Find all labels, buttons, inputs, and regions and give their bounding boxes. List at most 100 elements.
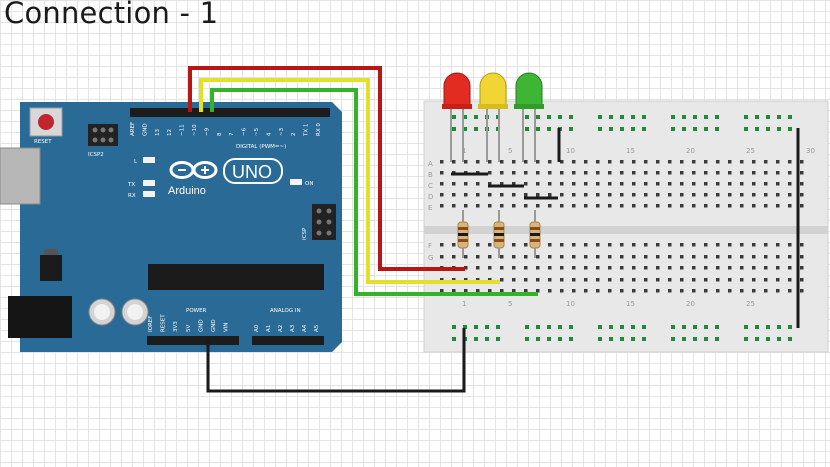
breadboard-hole — [488, 255, 492, 259]
breadboard-hole — [476, 243, 480, 247]
breadboard-hole — [608, 182, 612, 186]
breadboard-hole — [596, 193, 600, 197]
breadboard: A B C D E F G 1 5 10 15 20 25 30 1 5 10 … — [423, 100, 829, 353]
breadboard-hole — [704, 193, 708, 197]
breadboard-hole — [500, 193, 504, 197]
rail-hole-bottom-b — [788, 337, 792, 341]
reset-button-cap[interactable] — [38, 114, 54, 130]
breadboard-hole — [668, 243, 672, 247]
breadboard-hole — [620, 289, 624, 293]
breadboard-hole — [536, 266, 540, 270]
rail-hole-bottom-a — [496, 325, 500, 329]
breadboard-hole — [596, 204, 600, 208]
rail-hole-bottom-b — [777, 337, 781, 341]
rail-hole-bottom-a — [474, 325, 478, 329]
rail-hole-bottom-a — [569, 325, 573, 329]
breadboard-hole — [572, 266, 576, 270]
rail-hole-top-b — [766, 127, 770, 131]
breadboard-hole — [500, 182, 504, 186]
rail-hole-bottom-b — [693, 337, 697, 341]
power-pin-label-0: IOREF — [148, 316, 154, 332]
rail-hole-bottom-a — [631, 325, 635, 329]
breadboard-hole — [656, 160, 660, 164]
led-rx — [143, 191, 155, 197]
icsp-label: ICSP — [302, 227, 308, 240]
led-l-label: L — [134, 159, 138, 165]
breadboard-hole — [740, 266, 744, 270]
uno-logo-text: UNO — [232, 162, 272, 182]
breadboard-hole — [536, 193, 540, 197]
breadboard-hole — [764, 193, 768, 197]
rail-hole-top-b — [474, 127, 478, 131]
breadboard-hole — [668, 278, 672, 282]
breadboard-hole — [716, 182, 720, 186]
rail-hole-bottom-b — [715, 337, 719, 341]
breadboard-hole — [512, 266, 516, 270]
breadboard-hole — [536, 182, 540, 186]
breadboard-hole — [572, 278, 576, 282]
breadboard-hole — [500, 255, 504, 259]
analog-header — [252, 336, 324, 345]
breadboard-hole — [476, 193, 480, 197]
breadboard-hole — [704, 160, 708, 164]
breadboard-hole — [572, 182, 576, 186]
breadboard-hole — [476, 266, 480, 270]
breadboard-hole — [656, 204, 660, 208]
power-jack — [8, 296, 72, 338]
breadboard-hole — [728, 160, 732, 164]
breadboard-hole — [800, 171, 804, 175]
breadboard-hole — [788, 266, 792, 270]
breadboard-hole — [560, 289, 564, 293]
analog-pin-label-4: A4 — [302, 324, 308, 332]
breadboard-hole — [716, 193, 720, 197]
rail-hole-top-a — [609, 115, 613, 119]
breadboard-hole — [644, 266, 648, 270]
rail-hole-top-a — [755, 115, 759, 119]
rail-hole-bottom-a — [620, 325, 624, 329]
breadboard-hole — [608, 171, 612, 175]
breadboard-hole — [548, 171, 552, 175]
breadboard-hole — [536, 255, 540, 259]
breadboard-hole — [524, 243, 528, 247]
breadboard-hole — [764, 278, 768, 282]
column-numbers-top: 1 5 10 15 20 25 30 — [462, 147, 815, 155]
breadboard-hole — [596, 182, 600, 186]
breadboard-hole — [584, 193, 588, 197]
digital-header — [130, 108, 330, 117]
breadboard-hole — [788, 182, 792, 186]
rail-hole-bottom-a — [598, 325, 602, 329]
breadboard-hole — [560, 160, 564, 164]
breadboard-hole — [608, 204, 612, 208]
digital-pin-label-2: 13 — [155, 129, 161, 136]
breadboard-hole — [692, 289, 696, 293]
breadboard-hole — [656, 255, 660, 259]
rail-hole-bottom-b — [536, 337, 540, 341]
breadboard-hole — [632, 160, 636, 164]
svg-text:20: 20 — [686, 147, 695, 155]
svg-text:30: 30 — [806, 147, 815, 155]
breadboard-hole — [488, 193, 492, 197]
digital-pin-label-11: 4 — [266, 132, 272, 136]
breadboard-hole — [776, 255, 780, 259]
breadboard-hole — [548, 182, 552, 186]
breadboard-hole — [608, 243, 612, 247]
breadboard-hole — [512, 255, 516, 259]
breadboard-hole — [596, 278, 600, 282]
breadboard-hole — [464, 160, 468, 164]
row-labels-top: A B C D E — [428, 160, 433, 212]
breadboard-hole — [536, 278, 540, 282]
breadboard-hole — [488, 182, 492, 186]
rail-hole-bottom-b — [452, 337, 456, 341]
breadboard-hole — [632, 278, 636, 282]
breadboard-hole — [620, 255, 624, 259]
breadboard-holes — [440, 115, 804, 341]
breadboard-hole — [476, 160, 480, 164]
breadboard-hole — [644, 171, 648, 175]
arduino-logo — [169, 161, 218, 179]
breadboard-hole — [452, 243, 456, 247]
rail-hole-bottom-b — [682, 337, 686, 341]
breadboard-hole — [464, 193, 468, 197]
rail-hole-bottom-b — [755, 337, 759, 341]
